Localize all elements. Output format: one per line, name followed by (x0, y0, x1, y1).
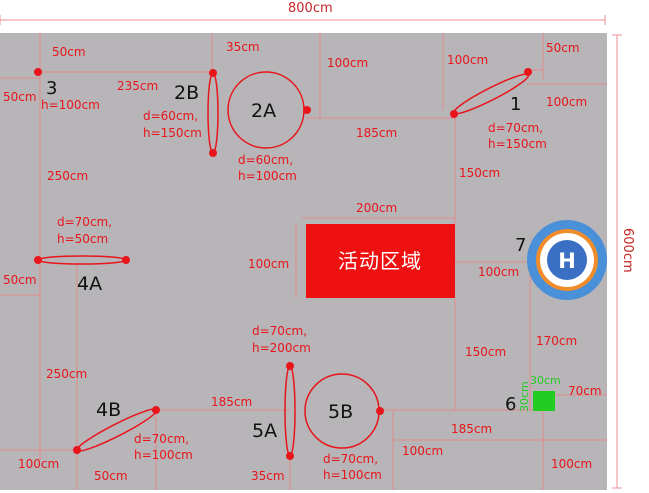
dimension-labels: 50cm 35cm 100cm 100cm 50cm 50cm 235cm 10… (3, 40, 602, 483)
svg-text:185cm: 185cm (451, 422, 492, 436)
svg-text:2B: 2B (174, 82, 199, 104)
svg-text:170cm: 170cm (536, 334, 577, 348)
svg-text:d=70cm,: d=70cm, (252, 324, 307, 338)
svg-text:1: 1 (510, 94, 521, 115)
height-label: 600cm (620, 228, 635, 273)
svg-text:h=150cm: h=150cm (488, 137, 547, 151)
svg-text:d=70cm,: d=70cm, (323, 452, 378, 466)
svg-text:h=50cm: h=50cm (57, 232, 108, 246)
svg-text:d=70cm,: d=70cm, (134, 432, 189, 446)
svg-text:h=150cm: h=150cm (143, 126, 202, 140)
helipad-7: H 7 (515, 220, 607, 300)
svg-text:70cm: 70cm (568, 384, 602, 398)
obstacle-2a: 2A d=60cm, h=100cm (227, 71, 311, 183)
svg-text:h=100cm: h=100cm (323, 468, 382, 482)
svg-text:h=100cm: h=100cm (134, 448, 193, 462)
svg-text:200cm: 200cm (356, 201, 397, 215)
svg-text:50cm: 50cm (94, 469, 128, 483)
svg-text:100cm: 100cm (327, 56, 368, 70)
width-label: 800cm (288, 1, 333, 16)
guide-lines (0, 33, 607, 490)
svg-text:35cm: 35cm (226, 40, 260, 54)
svg-text:5B: 5B (328, 401, 353, 423)
svg-text:250cm: 250cm (46, 367, 87, 381)
svg-text:2A: 2A (251, 100, 276, 122)
svg-text:3: 3 (46, 78, 57, 99)
svg-text:d=60cm,: d=60cm, (238, 153, 293, 167)
svg-text:h=100cm: h=100cm (238, 169, 297, 183)
svg-text:100cm: 100cm (18, 457, 59, 471)
svg-text:h=100cm: h=100cm (41, 98, 100, 112)
helipad-letter: H (558, 249, 576, 273)
svg-text:150cm: 150cm (465, 345, 506, 359)
obstacle-5b: 5B d=70cm, h=100cm (304, 373, 384, 482)
svg-text:d=60cm,: d=60cm, (143, 109, 198, 123)
svg-text:50cm: 50cm (546, 41, 580, 55)
svg-text:d=70cm,: d=70cm, (57, 215, 112, 229)
svg-text:185cm: 185cm (356, 126, 397, 140)
obstacle-5a: d=70cm, h=200cm 5A (252, 324, 311, 460)
svg-text:150cm: 150cm (459, 166, 500, 180)
marker-6: 30cm 30cm 6 (505, 374, 561, 415)
svg-text:250cm: 250cm (47, 169, 88, 183)
obstacle-4a: d=70cm, h=50cm 4A (34, 215, 130, 295)
svg-text:50cm: 50cm (3, 273, 37, 287)
obstacle-3: 3 h=100cm (34, 68, 100, 112)
obstacle-4b: 4B d=70cm, h=100cm (73, 399, 193, 462)
svg-text:35cm: 35cm (251, 469, 285, 483)
obstacle-2b: 2B d=60cm, h=150cm (143, 69, 219, 157)
svg-text:100cm: 100cm (447, 53, 488, 67)
svg-text:185cm: 185cm (211, 395, 252, 409)
svg-text:235cm: 235cm (117, 79, 158, 93)
svg-text:30cm: 30cm (518, 381, 531, 412)
svg-text:d=70cm,: d=70cm, (488, 121, 543, 135)
svg-text:30cm: 30cm (530, 374, 561, 387)
svg-text:50cm: 50cm (3, 90, 37, 104)
svg-text:100cm: 100cm (546, 95, 587, 109)
svg-text:100cm: 100cm (478, 265, 519, 279)
svg-text:4A: 4A (77, 273, 102, 295)
svg-text:100cm: 100cm (402, 444, 443, 458)
active-area-label: 活动区域 (338, 249, 422, 273)
obstacle-1: 1 d=70cm, h=150cm (450, 68, 547, 151)
active-area-box (306, 224, 455, 298)
svg-text:100cm: 100cm (248, 257, 289, 271)
svg-text:100cm: 100cm (551, 457, 592, 471)
svg-text:4B: 4B (96, 399, 121, 421)
svg-text:7: 7 (515, 235, 526, 256)
svg-text:50cm: 50cm (52, 45, 86, 59)
svg-text:6: 6 (505, 394, 516, 415)
svg-text:5A: 5A (252, 420, 277, 442)
svg-text:h=200cm: h=200cm (252, 341, 311, 355)
